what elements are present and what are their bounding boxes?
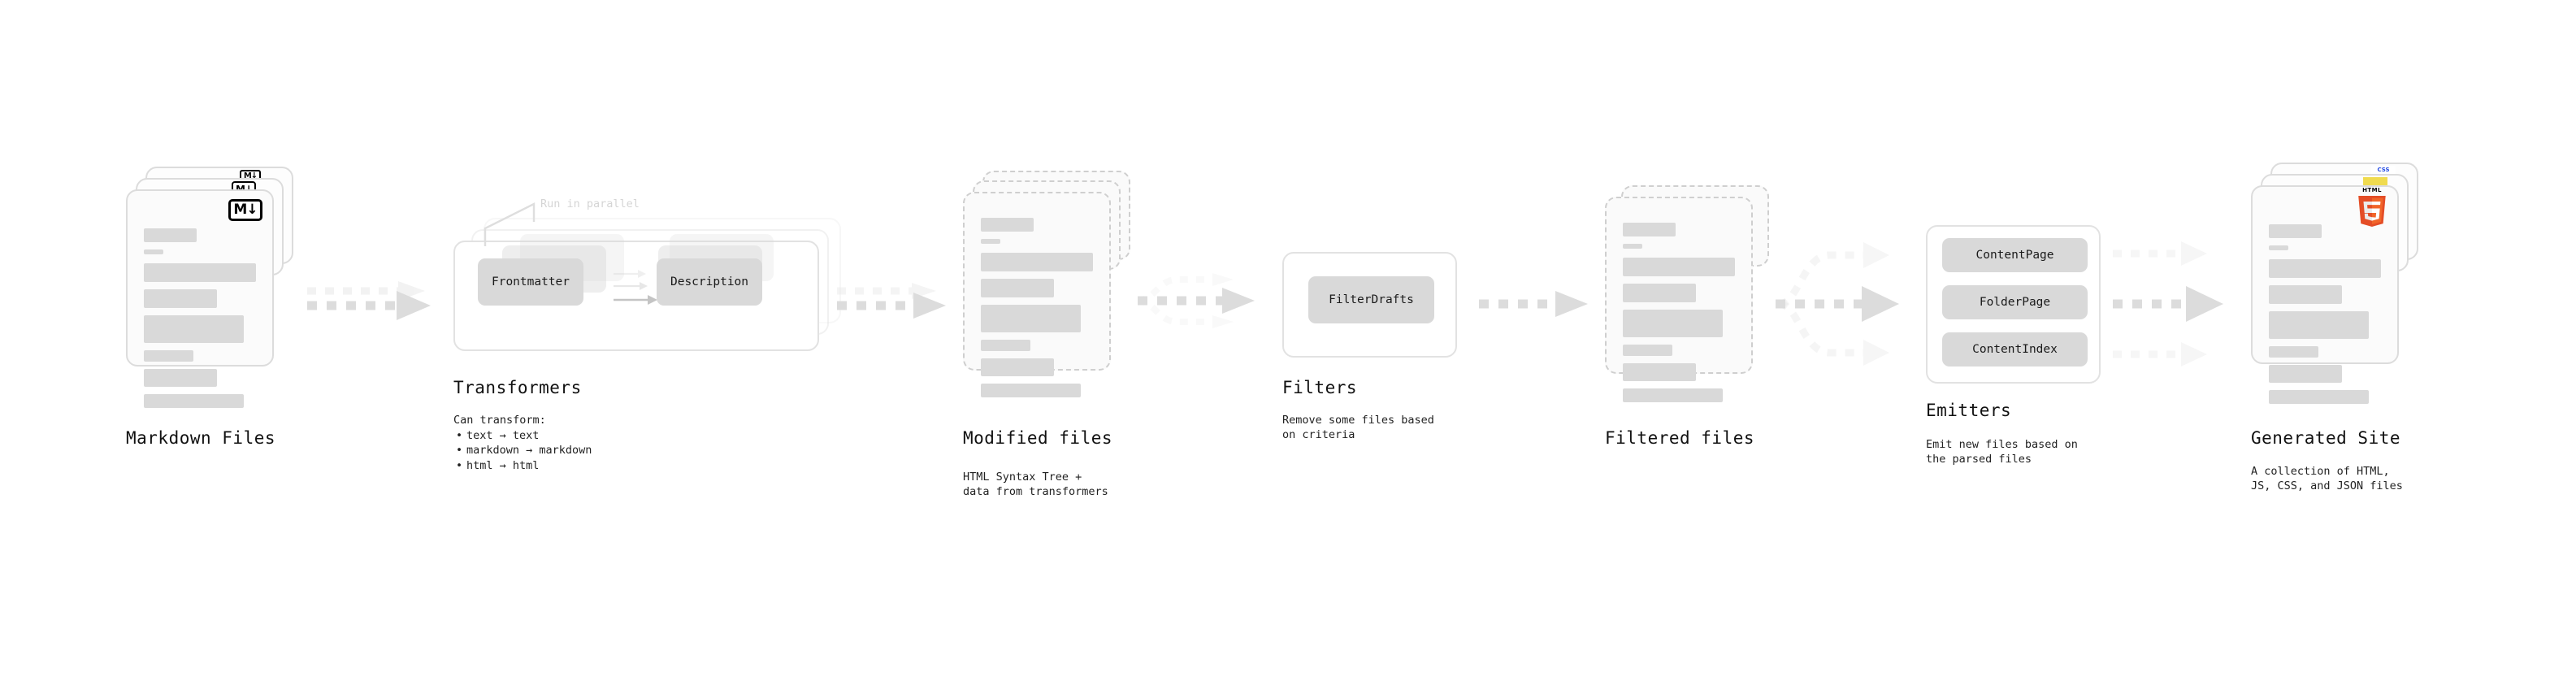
content-bar [2269, 390, 2369, 404]
content-bar [981, 253, 1093, 271]
emitters-label: Emitters [1926, 401, 2012, 420]
content-bar [144, 249, 163, 254]
emitter-pill-contentpage[interactable]: ContentPage [1942, 238, 2088, 272]
content-bar [1623, 310, 1723, 337]
transformer-pill-frontmatter[interactable]: Frontmatter [478, 258, 583, 306]
connector-markdown-to-transformers [307, 281, 431, 320]
content-bar [144, 369, 217, 387]
modified-card-front [963, 192, 1111, 397]
content-bar [144, 350, 193, 362]
content-bar [981, 218, 1034, 232]
transformers-desc-item: markdown → markdown [456, 443, 592, 458]
filtered-card-front [1605, 197, 1753, 402]
transformer-pill-description[interactable]: Description [657, 258, 762, 306]
css-badge-text: CSS [2377, 167, 2390, 173]
content-bar [1623, 284, 1696, 302]
content-bar [2269, 259, 2381, 278]
emitters-box: ContentPage FolderPage ContentIndex [1926, 225, 2101, 384]
run-in-parallel-bracket [484, 202, 536, 246]
filtered-files-label: Filtered files [1605, 428, 1755, 448]
emitter-pill-contentindex[interactable]: ContentIndex [1942, 332, 2088, 367]
filters-label: Filters [1282, 378, 1358, 397]
content-bar [981, 239, 1000, 244]
transformers-desc-list: text → text markdown → markdown html → h… [453, 428, 592, 473]
content-bar [981, 384, 1081, 397]
filtered-card-content [1623, 223, 1735, 410]
content-bar [2269, 311, 2369, 339]
generated-site-label: Generated Site [2251, 428, 2401, 448]
connector-emitters-to-site [2113, 241, 2223, 367]
content-bar [144, 289, 217, 308]
transformers-label: Transformers [453, 378, 582, 397]
filters-description: Remove some files based on criteria [1282, 414, 1434, 442]
content-bar [1623, 345, 1672, 356]
connector-modified-to-filters [1137, 273, 1255, 328]
transformers-desc-item: html → html [456, 458, 592, 473]
content-bar [1623, 244, 1642, 249]
filter-pill-filterdrafts[interactable]: FilterDrafts [1308, 276, 1434, 323]
html5-badge-text: HTML [2362, 187, 2382, 193]
transformers-description: Can transform: text → text markdown → ma… [453, 413, 592, 473]
emitter-pill-folderpage[interactable]: FolderPage [1942, 285, 2088, 319]
site-card-front: HTML [2251, 185, 2399, 404]
markdown-badge-front: M↓ [228, 199, 262, 221]
content-bar [981, 358, 1054, 376]
markdown-files-label: Markdown Files [126, 428, 276, 448]
connector-filtered-to-emitters [1776, 242, 1899, 366]
modified-files-description: HTML Syntax Tree + data from transformer… [963, 471, 1108, 499]
content-bar [144, 315, 244, 343]
markdown-card-content [144, 228, 256, 415]
markdown-card-front: M↓ [126, 189, 274, 408]
content-bar [144, 263, 256, 282]
transformers-desc-lead: Can transform: [453, 414, 546, 427]
content-bar [2269, 285, 2342, 304]
transformers-desc-item: text → text [456, 428, 592, 443]
content-bar [981, 340, 1030, 351]
emitters-description: Emit new files based on the parsed files [1926, 438, 2078, 466]
content-bar [981, 305, 1081, 332]
content-bar [2269, 245, 2288, 250]
generated-site-description: A collection of HTML, JS, CSS, and JSON … [2251, 465, 2403, 493]
content-bar [1623, 363, 1696, 381]
content-bar [144, 228, 197, 242]
html5-badge: HTML [2357, 187, 2387, 229]
run-in-parallel-label: Run in parallel [540, 197, 640, 210]
modified-card-content [981, 218, 1093, 405]
content-bar [2269, 224, 2322, 238]
content-bar [1623, 388, 1723, 402]
filters-box: FilterDrafts [1282, 252, 1457, 358]
content-bar [1623, 258, 1735, 276]
modified-files-label: Modified files [963, 428, 1113, 448]
content-bar [144, 394, 244, 408]
connector-filters-to-filtered [1479, 291, 1588, 317]
content-bar [2269, 346, 2318, 358]
html5-logo-svg [2358, 196, 2386, 227]
transformer-inner-arrows [614, 270, 657, 305]
connector-transformers-to-modified [837, 283, 946, 319]
content-bar [2269, 365, 2342, 383]
site-card-content [2269, 224, 2381, 411]
content-bar [1623, 223, 1676, 236]
content-bar [981, 279, 1054, 297]
